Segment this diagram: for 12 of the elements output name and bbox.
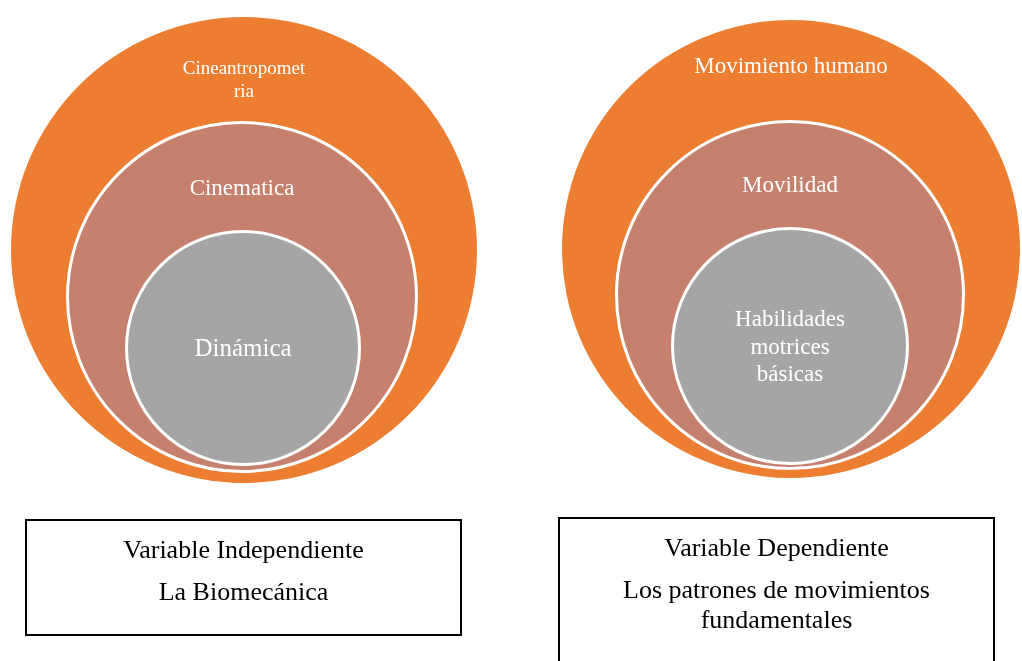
circle-label: Cinematica [188, 174, 296, 202]
circle-label: Dinámica [193, 333, 293, 363]
circle-label: Movimiento humano [693, 52, 889, 80]
circle-label: Movilidad [741, 171, 839, 199]
circle-label: Habilidades motrices básicas [734, 304, 846, 388]
text-box [558, 517, 995, 661]
box-heading: Variable Independiente [122, 535, 365, 565]
box-text: La Biomecánica [157, 576, 330, 607]
circle-label: Cineantropometria [181, 57, 307, 103]
box-text: Los patrones de movimientos fundamentales [622, 574, 931, 635]
box-heading: Variable Dependiente [663, 533, 890, 563]
text-box [25, 519, 462, 636]
